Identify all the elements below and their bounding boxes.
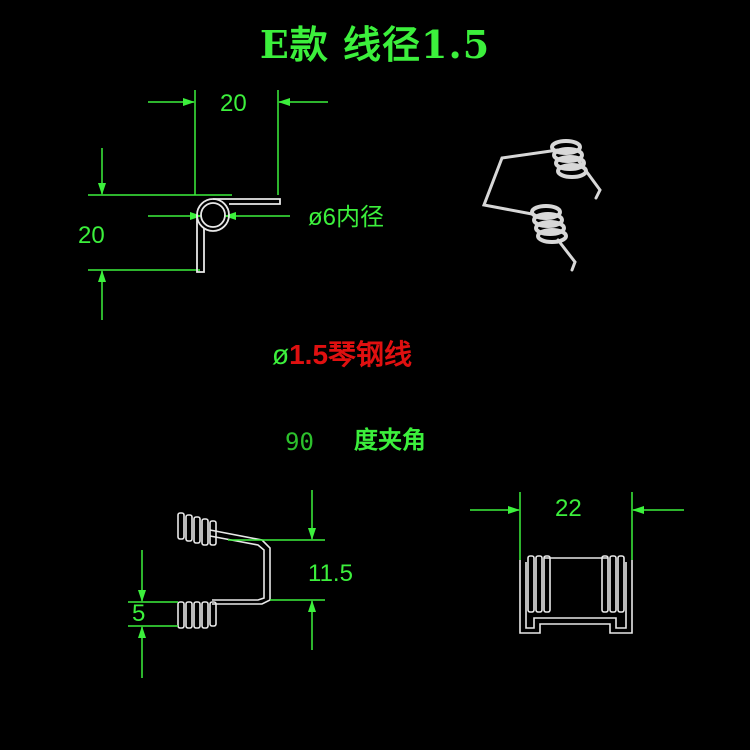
side-coil-label: 5	[132, 600, 146, 627]
side-height-label: 11.5	[308, 560, 353, 587]
side-lower-coil	[177, 601, 217, 629]
top-width-label: 20	[220, 90, 247, 117]
side-upper-coil	[177, 512, 217, 546]
front-left-coil	[527, 555, 551, 613]
angle-value: 90	[285, 428, 314, 456]
front-view-spring	[519, 555, 633, 634]
inner-diameter-label: ø6内径	[308, 204, 385, 231]
spring-3d-view	[481, 139, 602, 272]
side-view-dimensions	[128, 490, 325, 678]
front-right-coil	[601, 555, 625, 613]
front-view-dimensions	[470, 492, 684, 560]
top-view-dimensions	[88, 90, 328, 320]
material-label: ø1.5琴钢线	[272, 341, 412, 369]
side-view-spring	[177, 512, 271, 629]
front-width-label: 22	[555, 495, 582, 522]
material-name: 琴钢线	[328, 339, 413, 370]
top-view-spring	[196, 198, 281, 273]
material-diameter: 1.5	[289, 339, 329, 370]
top-height-label: 20	[78, 222, 105, 249]
diameter-symbol: ø	[272, 339, 290, 370]
page-title: E款 线径1.5	[259, 22, 491, 67]
angle-label: 度夹角	[354, 426, 426, 454]
